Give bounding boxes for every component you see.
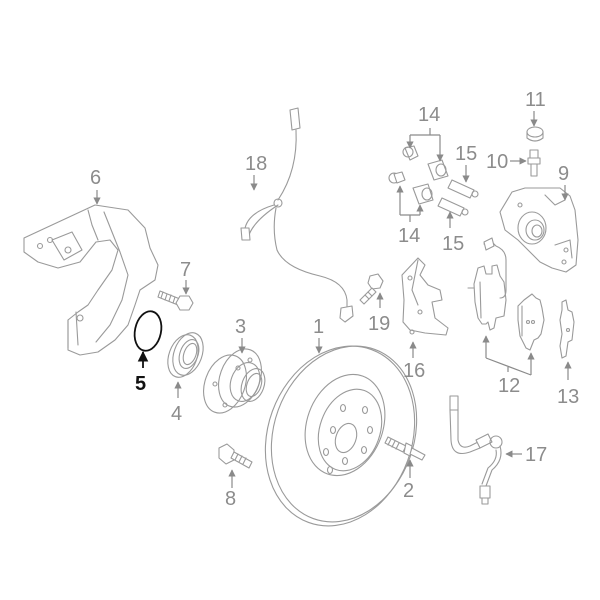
guide-pins-part[interactable] [437,179,479,217]
callout-13-label: 13 [557,386,579,408]
callout-13: 13 [557,361,579,408]
callout-19-label: 19 [368,313,390,335]
callout-2: 2 [403,459,414,502]
callout-14a: 14 [406,104,444,162]
callout-17: 17 [505,444,547,466]
callout-1-label: 1 [313,316,324,338]
brake-pads-part[interactable] [467,237,545,351]
brake-rotor-part[interactable] [241,325,441,547]
callout-18-label: 18 [245,153,267,175]
sensor-bolt-part[interactable] [359,273,384,305]
callout-15a: 15 [455,143,477,183]
callout-11-label: 11 [525,89,546,111]
callout-7-label: 7 [180,259,191,281]
callout-15b-label: 15 [442,233,464,255]
callout-10-label: 10 [486,151,508,173]
callout-17-label: 17 [525,444,547,466]
callout-5: 5 [135,350,149,395]
caliper-bracket-part[interactable] [401,257,449,336]
abs-sensor-part[interactable] [240,107,354,323]
callout-14a-label: 14 [418,104,440,126]
callout-12-label: 12 [498,375,520,397]
callout-16-label: 16 [403,360,425,382]
callout-8: 8 [225,469,236,510]
callout-15b: 15 [442,211,464,255]
wheel-hub-part[interactable] [196,343,269,419]
callout-6-label: 6 [90,167,101,189]
callout-10: 10 [486,151,527,173]
wheel-bearing-part[interactable] [162,329,208,382]
callout-7: 7 [180,259,191,295]
brake-hose-part[interactable] [449,395,503,505]
callout-15a-label: 15 [455,143,477,165]
callout-14b-label: 14 [398,225,420,247]
callout-9-label: 9 [558,163,569,185]
callout-11: 11 [525,89,546,127]
wheel-stud-part[interactable] [384,436,426,461]
callout-18: 18 [245,153,267,191]
callout-4: 4 [171,381,182,425]
guide-bushings-part[interactable] [388,145,449,205]
pad-clip-part[interactable] [559,299,575,359]
callout-14b: 14 [396,185,424,247]
bleeder-cap-part[interactable] [526,126,544,142]
brake-caliper-part[interactable] [499,187,579,273]
callout-1: 1 [313,316,324,354]
bleeder-screw-part[interactable] [527,149,541,177]
callout-3-label: 3 [235,316,246,338]
callout-4-label: 4 [171,403,182,425]
callout-2-label: 2 [403,480,414,502]
callout-8-label: 8 [225,488,236,510]
shield-bolt-part[interactable] [157,290,194,311]
callout-9: 9 [558,163,569,201]
callout-6: 6 [90,167,101,205]
splash-shield-part[interactable] [23,204,159,356]
callout-5-label: 5 [135,373,146,395]
callout-16: 16 [403,341,425,382]
snap-ring-part[interactable] [131,309,165,354]
callout-19: 19 [368,292,390,335]
hub-bolt-part[interactable] [218,443,253,469]
callout-3: 3 [235,316,246,354]
callout-12: 12 [482,335,535,397]
